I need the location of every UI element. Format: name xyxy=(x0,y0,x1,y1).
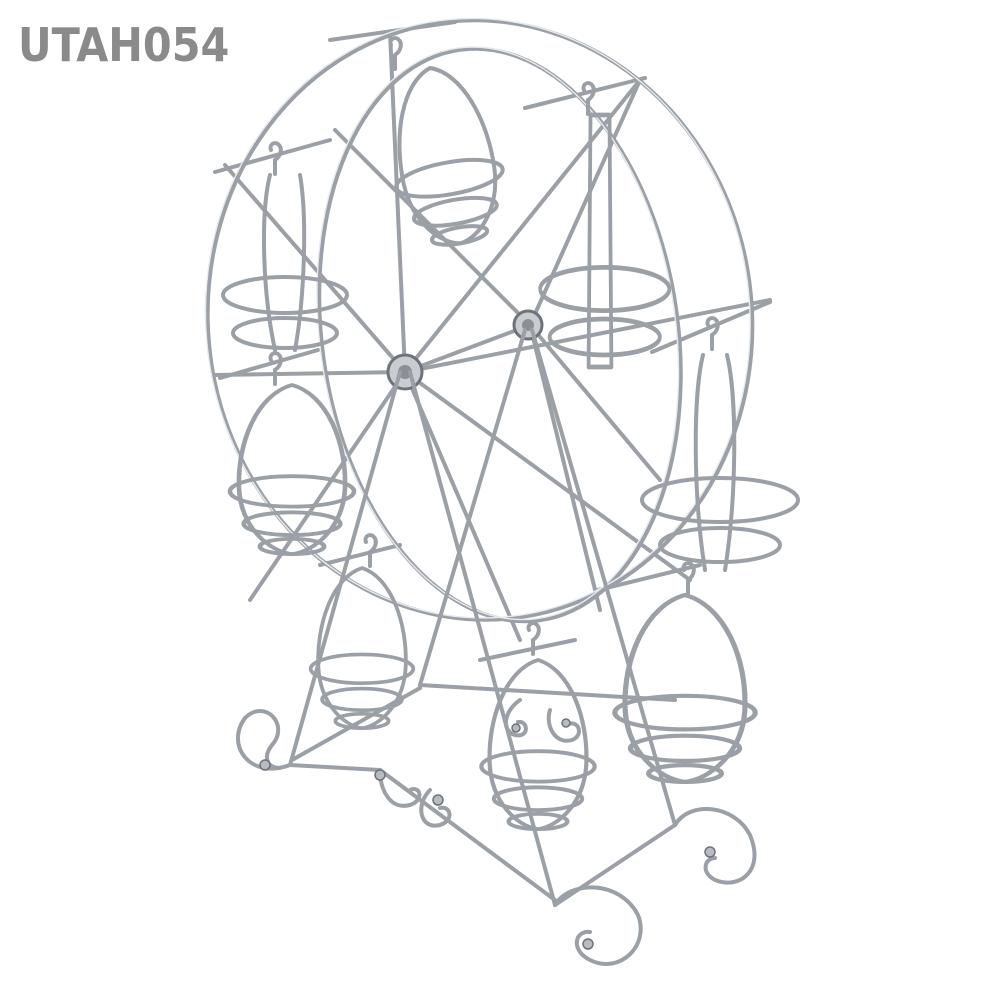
wheel-frame xyxy=(204,17,772,662)
watermark-text: UTAH054 xyxy=(18,18,230,72)
cup-baskets xyxy=(221,36,800,829)
a-frame-stand xyxy=(236,328,757,966)
